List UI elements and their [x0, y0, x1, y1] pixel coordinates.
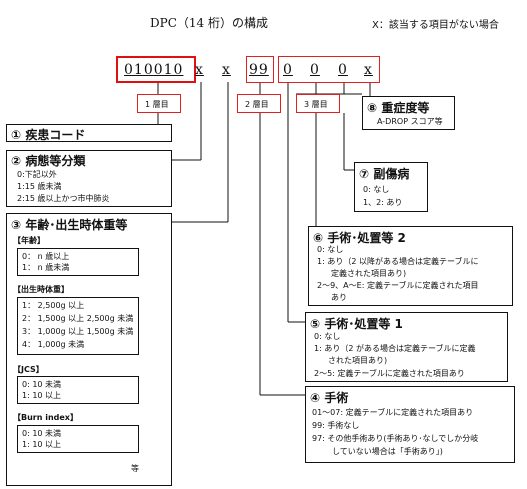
- procedure1-title: ⑤ 手術･処置等 1: [310, 317, 403, 331]
- surgery-title: ④ 手術: [310, 391, 349, 405]
- surgery-line-2: 97: その他手術あり(手術あり･なしでしか分岐: [312, 434, 479, 443]
- weight-label: 【出生時体重】: [13, 285, 69, 294]
- procedure2-line-0: 0: なし: [317, 245, 344, 254]
- detail-code-box: [278, 56, 380, 83]
- jcs-item-0: 0: 10 未満: [22, 380, 62, 389]
- procedure2-box: ⑥ 手術･処置等 2 0: なし 1: あり（2 以降がある場合は定義テーブルに…: [308, 226, 513, 306]
- surgery-line-1: 99: 手術なし: [312, 421, 360, 430]
- condition-line-1: 1:15 歳未満: [17, 182, 62, 191]
- comorbidity-line-1: 1、2: あり: [363, 198, 403, 207]
- burn-item-0: 0: 10 未満: [22, 429, 62, 438]
- age-weight-title: ③ 年齢･出生時体重等: [11, 218, 128, 232]
- procedure1-box: ⑤ 手術･処置等 1 0: なし 1: あり（2 がある場合は定義テーブルに定義…: [305, 312, 508, 382]
- etc-label: 等: [131, 464, 139, 473]
- weight-item-1: 2： 1,500g 以上 2,500g 未満: [22, 314, 134, 323]
- procedure-code: 99: [249, 62, 269, 78]
- severity-line: A-DROP スコア等: [377, 117, 443, 126]
- procedure1-line-2: された項目あり): [328, 356, 388, 365]
- tier2-label: 2 層目: [245, 100, 269, 109]
- procedure2-line-4: あり: [331, 293, 347, 302]
- jcs-list: 0: 10 未満 1: 10 以上: [17, 376, 139, 404]
- procedure2-line-1: 1: あり（2 以降がある場合は定義テーブルに: [317, 257, 479, 266]
- surgery-box: ④ 手術 01～07: 定義テーブルに定義された項目あり 99: 手術なし 97…: [305, 386, 515, 463]
- condition-line-2: 2:15 歳以上かつ市中肺炎: [17, 194, 110, 203]
- weight-item-2: 3： 1,000g 以上 1,500g 未満: [22, 327, 134, 336]
- procedure2-line-2: 定義された項目あり): [331, 269, 407, 278]
- age-weight-box: ③ 年齢･出生時体重等 【年齢】 0： n 歳以上 1： n 歳未満 【出生時体…: [6, 213, 172, 486]
- disease-code-box: [116, 56, 196, 83]
- legend-note: X：該当する項目がない場合: [372, 20, 499, 31]
- burn-label: 【Burn index】: [13, 413, 78, 422]
- procedure2-title: ⑥ 手術･処置等 2: [313, 231, 406, 245]
- condition-box: ② 病態等分類 0:下記以外 1:15 歳未満 2:15 歳以上かつ市中肺炎: [6, 150, 172, 207]
- procedure1-line-3: 2～5: 定義テーブルに定義された項目あり: [314, 369, 465, 378]
- age-item-0: 0： n 歳以上: [22, 252, 70, 261]
- disease-code-title: ① 疾患コード: [11, 128, 86, 142]
- condition-title: ② 病態等分類: [11, 154, 86, 168]
- disease-code-item: ① 疾患コード: [6, 124, 172, 142]
- code-d2: 0: [310, 62, 320, 78]
- weight-item-3: 4： 1,000g 未満: [22, 340, 85, 349]
- severity-box: ⑧ 重症度等 A-DROP スコア等: [362, 96, 455, 130]
- surgery-line-3: していない場合は「手術あり」): [332, 447, 443, 456]
- tier3-label: 3 層目: [304, 100, 328, 109]
- page-title: DPC（14 桁）の構成: [150, 16, 268, 30]
- tier1-label-box: [137, 94, 181, 113]
- procedure1-line-0: 0: なし: [314, 332, 341, 341]
- jcs-label: 【JCS】: [13, 365, 44, 374]
- tier3-label-box: [296, 94, 340, 113]
- code-d3: 0: [338, 62, 348, 78]
- code-x2: x: [222, 62, 231, 78]
- burn-list: 0: 10 未満 1: 10 以上: [17, 425, 139, 453]
- procedure-code-box: [246, 56, 274, 83]
- code-x3: x: [364, 62, 373, 78]
- procedure2-line-3: 2～9、A～E: 定義テーブルに定義された項目: [317, 281, 479, 290]
- surgery-line-0: 01～07: 定義テーブルに定義された項目あり: [312, 408, 474, 417]
- comorbidity-line-0: 0: なし: [363, 185, 390, 194]
- tier1-label: 1 層目: [145, 100, 169, 109]
- comorbidity-title: ⑦ 副傷病: [359, 167, 410, 181]
- code-d1: 0: [283, 62, 293, 78]
- weight-list: 1： 2,500g 以上 2： 1,500g 以上 2,500g 未満 3： 1…: [17, 297, 139, 355]
- burn-item-1: 1: 10 以上: [22, 440, 62, 449]
- disease-code: 010010: [124, 62, 184, 78]
- comorbidity-box: ⑦ 副傷病 0: なし 1、2: あり: [354, 162, 428, 212]
- weight-item-0: 1： 2,500g 以上: [22, 301, 85, 310]
- tier2-label-box: [237, 94, 281, 113]
- condition-line-0: 0:下記以外: [17, 170, 57, 179]
- severity-title: ⑧ 重症度等: [367, 101, 430, 115]
- age-item-1: 1： n 歳未満: [22, 263, 70, 272]
- age-label: 【年齢】: [13, 236, 45, 245]
- procedure1-line-1: 1: あり（2 がある場合は定義テーブルに定義: [314, 344, 476, 353]
- code-x1: x: [195, 62, 204, 78]
- jcs-item-1: 1: 10 以上: [22, 391, 62, 400]
- age-list: 0： n 歳以上 1： n 歳未満: [17, 248, 139, 276]
